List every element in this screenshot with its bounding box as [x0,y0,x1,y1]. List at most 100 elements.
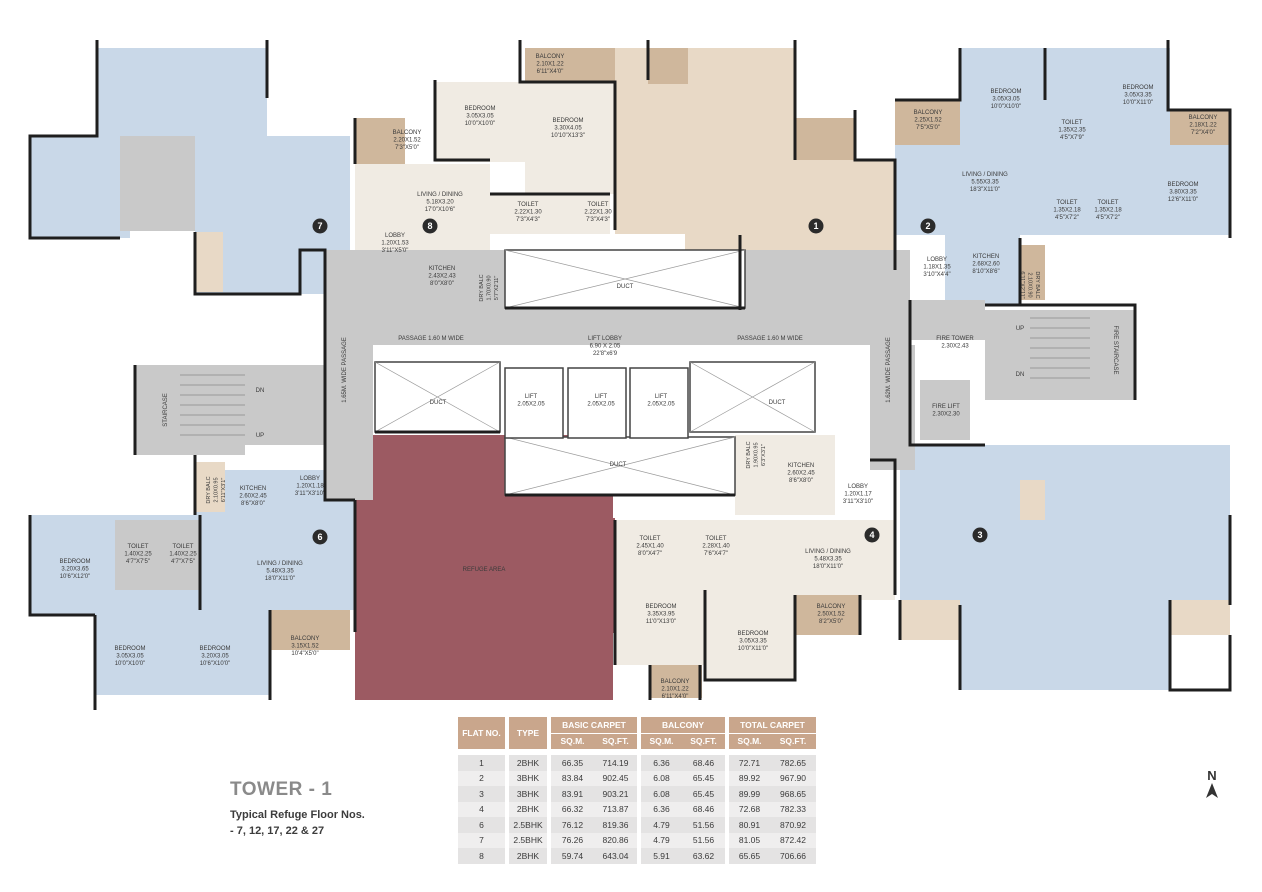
room-label-line: STAIRCASE [163,393,169,427]
room-label-dn: DN [1016,372,1025,378]
cell: 80.91 [725,817,770,833]
cell: 2 [479,773,484,784]
room-label-line: 1.20X1.17 [844,492,872,498]
floor-subtitle-line-1: Typical Refuge Floor Nos. [230,809,365,821]
room-label-f2-dry: DRY BALC2.10X0.906'11"X2'11" [1019,271,1040,298]
header-balcony: BALCONY [637,717,727,733]
duct-mid-right [689,361,816,433]
zone-flat2-dry [1020,245,1045,300]
room-label-line: BALCONY [393,130,422,136]
room-label-line: 2.10X0.95 [214,477,220,502]
room-label-line: LIVING / DINING [257,561,303,567]
flat-badge-circle [312,529,328,545]
zone-flat7-toilets [120,136,195,231]
zone-fire-tower [910,300,985,340]
north-label: N [1207,768,1217,783]
room-label-line: 1.70X0.90 [487,275,493,300]
zone-flat8-bed1 [435,82,525,162]
room-label-up: UP [1016,326,1024,332]
room-label-line: PASSAGE 1.60 M WIDE [398,336,464,342]
room-label-line: LOBBY [300,476,320,482]
room-label-line: KITCHEN [788,463,814,469]
cell: 6.36 [637,755,682,771]
flat-number: 4 [869,530,874,540]
room-label-line: 10'0"X11'0" [738,646,768,652]
flat-badge-circle [422,218,438,234]
flat-badge-circle [920,218,936,234]
cell: 2BHK [505,755,549,771]
room-label-line: TOILET [173,544,194,550]
room-label-line: KITCHEN [429,266,455,272]
wall-segment [1168,600,1232,692]
zone-flat1-balcony [648,48,688,84]
flat-badge-7: 7 [312,218,328,234]
room-label-line: DN [1016,372,1025,378]
zone-passage-left [325,345,373,500]
zone-flat2-kitchen [945,235,1020,305]
subheader-sqft: SQ.FT. [770,732,816,749]
wall-segment [1166,40,1232,238]
zone-flat8-balcony-top [525,48,615,82]
room-label-line: 2.05X2.05 [647,402,675,408]
room-label-line: 7'5"X5'0" [916,125,940,131]
subheader-sqm: SQ.M. [547,732,594,749]
room-label-line: 22'8"x6'9 [593,351,618,357]
room-label-line: 1.35X2.35 [1058,128,1086,134]
cell: 5.91 [637,848,682,864]
flat-number: 3 [977,530,982,540]
room-label-line: 2.45X1.40 [636,544,664,550]
wall-segment [703,590,797,682]
room-label-line: 6'11"X2'11" [1019,271,1025,298]
header-type: TYPE [505,717,549,749]
cell: 820.86 [602,835,629,846]
room-label-line: 12'6"X11'0" [1168,197,1198,203]
duct-top [504,249,746,309]
room-label-duct: DUCT [610,462,627,468]
tower-title: TOWER - 1 [230,779,333,800]
room-label-line: 3.05X3.35 [1124,93,1152,99]
room-label-line: DRY BALC [1034,271,1040,298]
room-label-line: 3.80X3.35 [1169,190,1197,196]
cell: 6.08 [637,786,682,802]
room-label-line: 2.22X1.30 [514,210,542,216]
room-label-line: DRY BALC [746,441,752,468]
cell: 782.33 [780,804,806,815]
room-label-line: 5.18X3.20 [426,200,454,206]
zone-flat1-balcony2 [795,118,855,160]
cell: 713.87 [602,804,629,815]
flat-number: 6 [317,532,322,542]
cell: 63.62 [692,850,715,861]
room-label-line: BEDROOM [114,646,145,652]
room-label-line: UP [1016,326,1024,332]
north-arrow: N [1205,768,1219,804]
cell: 7 [479,835,484,846]
zone-flat4-balcony1 [795,595,860,635]
flat-number: 2 [925,221,930,231]
zone-flat7-bedrooms [97,48,267,140]
room-label-line: BEDROOM [1167,182,1198,188]
cell: 3 [479,788,484,799]
cell: 76.26 [547,832,594,848]
walls [28,40,1232,710]
room-label-line: 2.60X2.45 [239,494,267,500]
room-label-line: KITCHEN [240,486,266,492]
room-label-line: 3'11"X3'10" [843,499,873,505]
room-label-line: LIVING / DINING [417,192,463,198]
lift-shaft-3 [629,367,689,439]
room-label-line: 6'11"X4'0" [537,69,564,75]
room-label-line: 4'5"X7'2" [1096,215,1120,221]
room-label-line: 3'10"X4'4" [923,272,950,278]
cell: 902.45 [602,773,629,784]
room-label-up: UP [256,433,264,439]
room-label-line: 1.35X2.18 [1094,208,1122,214]
